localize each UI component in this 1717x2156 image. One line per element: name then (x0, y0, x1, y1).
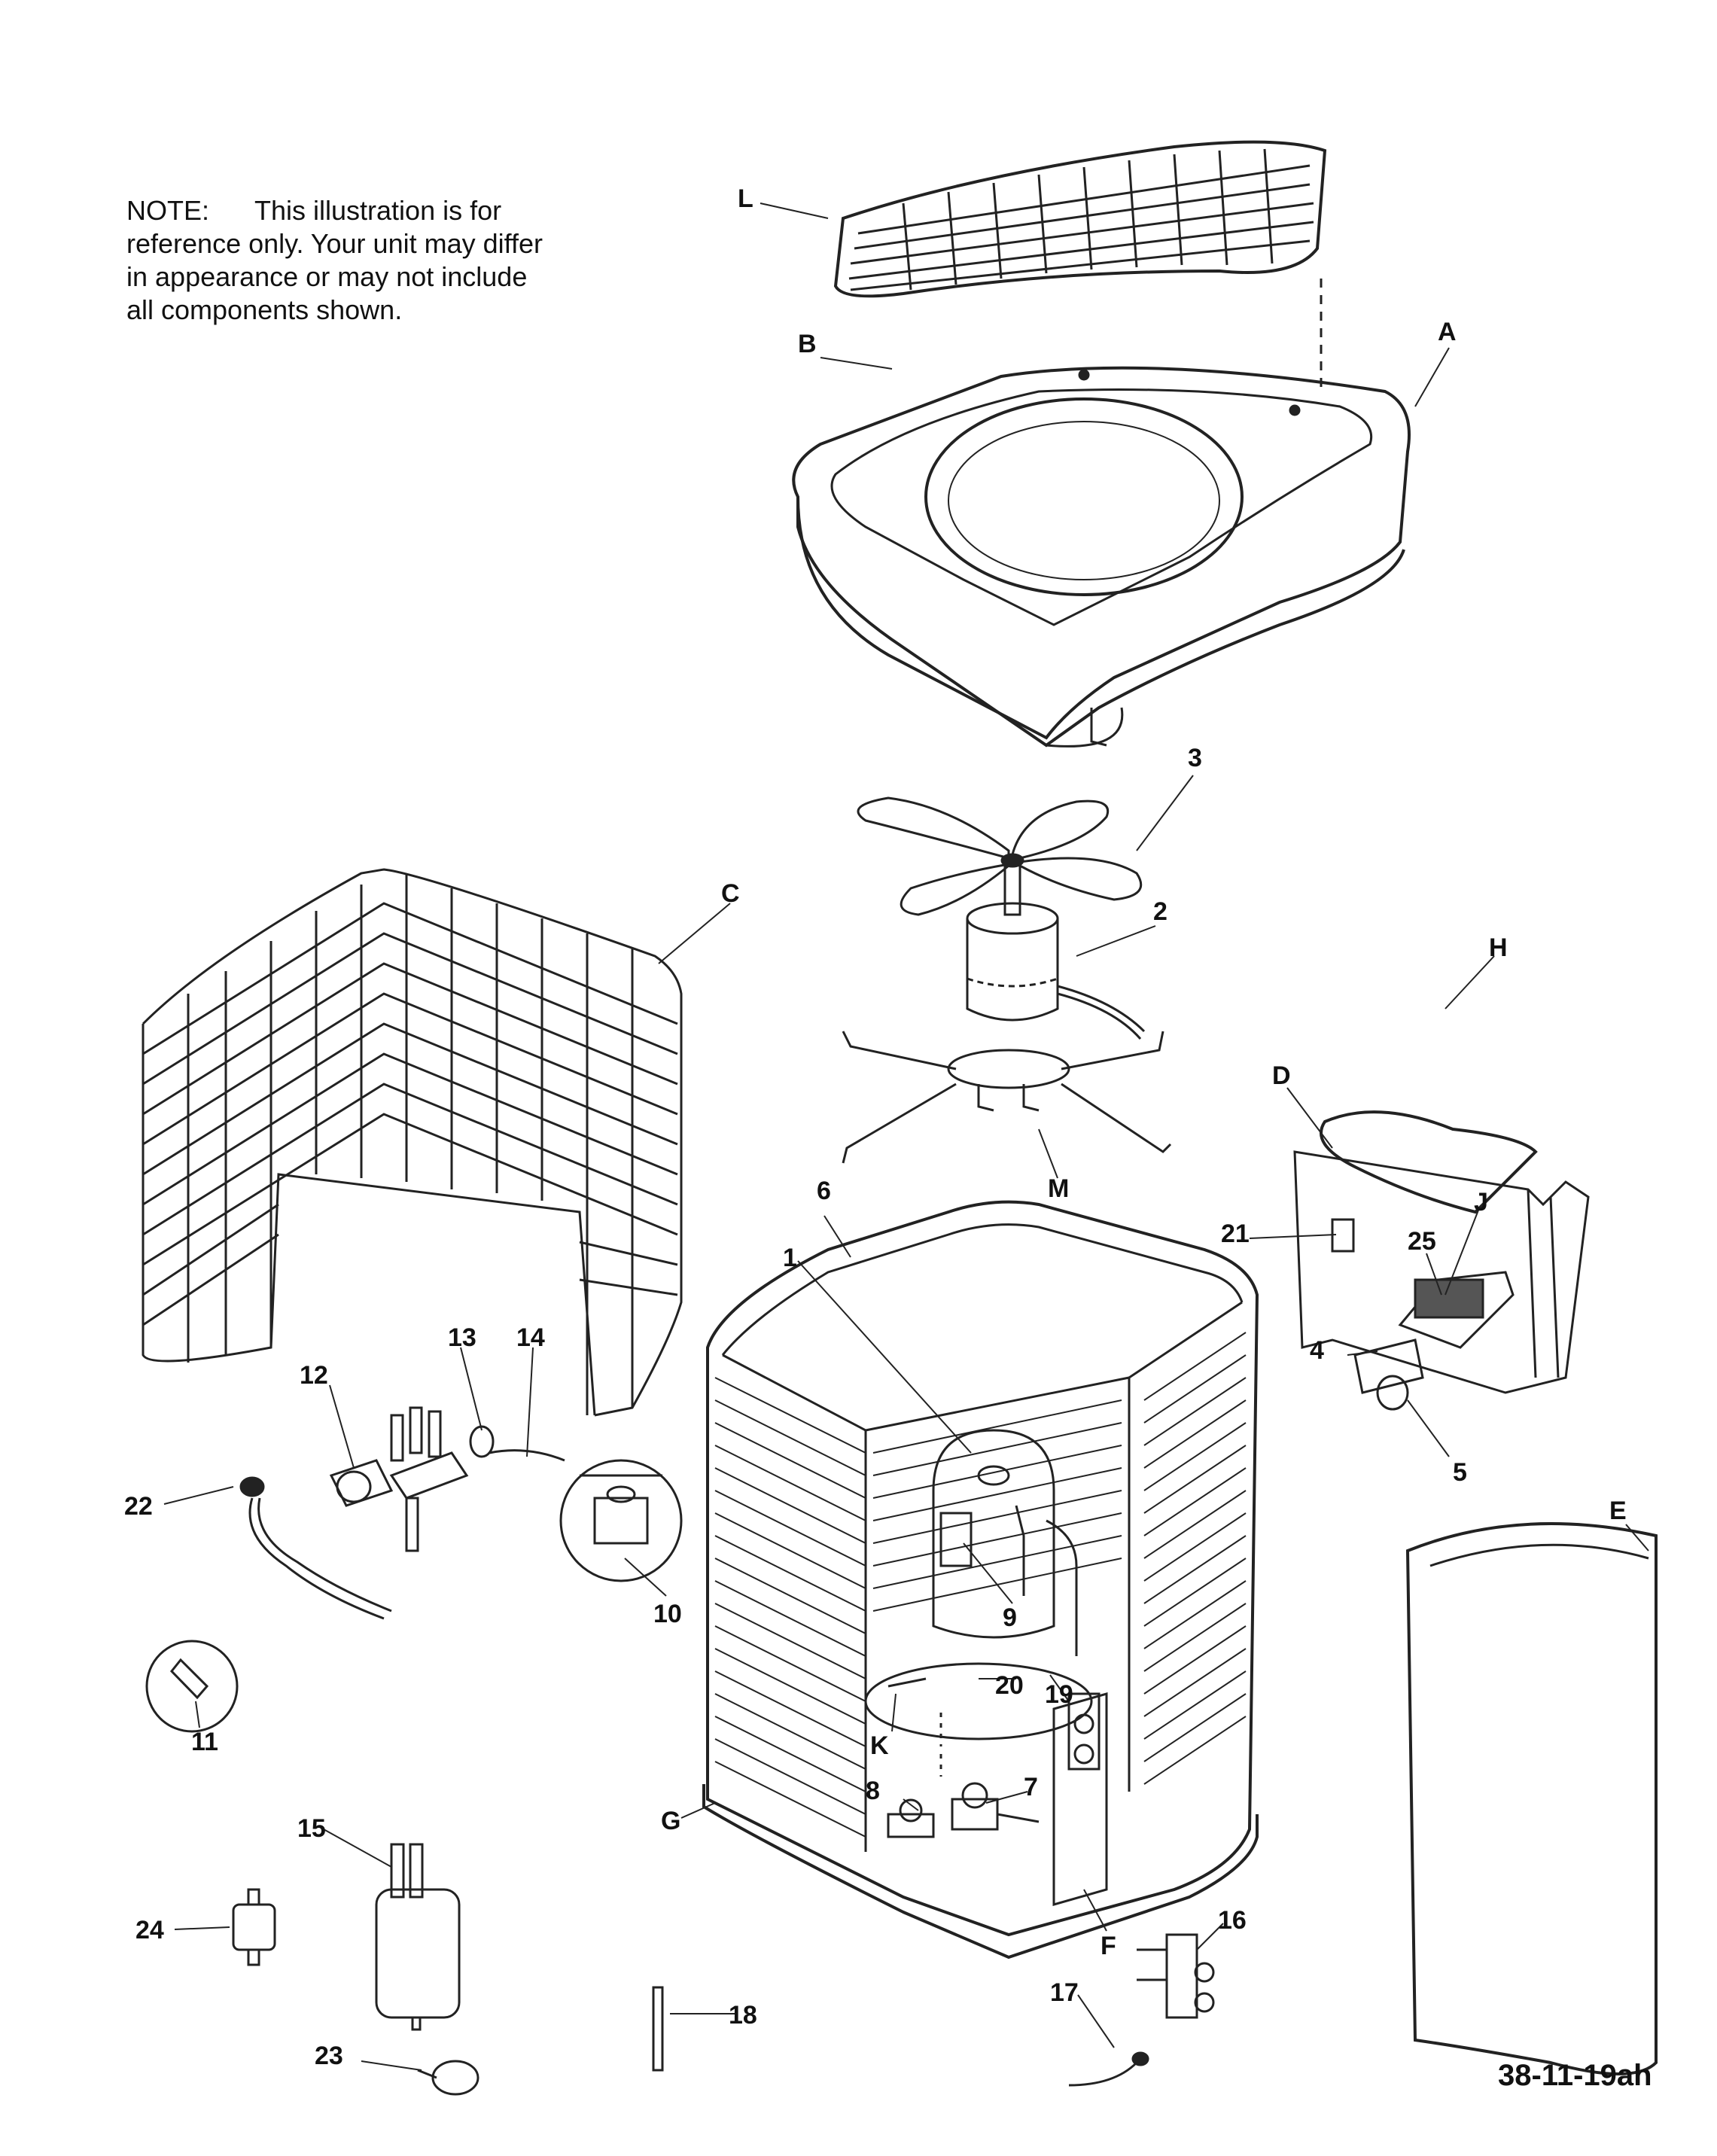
compressor (932, 1429, 1078, 1656)
note-label: NOTE: (126, 195, 210, 226)
callout-leaders (163, 203, 1649, 2071)
capacitor-bracket (1067, 1692, 1101, 1771)
callout-1: 1 (783, 1244, 797, 1272)
service-valves (887, 1782, 1040, 1838)
callout-25: 25 (1408, 1227, 1436, 1256)
callout-4: 4 (1310, 1336, 1324, 1365)
callout-17: 17 (1050, 1978, 1079, 2007)
callout-19: 19 (1045, 1680, 1073, 1709)
reference-note: NOTE:This illustration is for reference … (126, 194, 548, 327)
callout-K: K (870, 1731, 889, 1760)
terminal-cover (939, 1512, 973, 1567)
callout-20: 20 (995, 1671, 1024, 1700)
fan-motor (966, 860, 1146, 1040)
base-pan (702, 1784, 1259, 1960)
compressor-mount-plate (864, 1662, 1093, 1777)
reversing-valve-assembly (329, 1406, 565, 1552)
callout-C: C (721, 879, 740, 908)
callout-23: 23 (315, 2042, 343, 2070)
top-grille (833, 140, 1327, 298)
callout-D: D (1272, 1061, 1291, 1090)
pressure-sensor-rod (652, 1986, 664, 2072)
condenser-coil-fins (714, 1332, 1247, 1838)
callout-2: 2 (1153, 897, 1167, 926)
callout-12: 12 (300, 1361, 328, 1390)
callout-H: H (1489, 933, 1508, 962)
callout-L: L (738, 184, 753, 213)
callout-13: 13 (448, 1323, 476, 1352)
valve-core-detail (145, 1640, 239, 1733)
wire-plug (1068, 2051, 1149, 2087)
corner-post (1052, 1692, 1108, 1906)
figure-id: 38-11-19ah (1498, 2059, 1652, 2092)
motor-mount (842, 1031, 1172, 1164)
temperature-sensor (239, 1476, 392, 1620)
fan-blade (857, 796, 1143, 916)
callout-E: E (1609, 1497, 1627, 1525)
check-valve (417, 2060, 479, 2096)
callout-22: 22 (124, 1492, 153, 1521)
callout-11: 11 (191, 1728, 218, 1756)
valve-fitting-detail (559, 1459, 683, 1582)
callout-24: 24 (135, 1916, 164, 1944)
wire-guard (142, 868, 683, 1417)
callout-F: F (1101, 1932, 1116, 1960)
access-panel (1405, 1522, 1658, 2075)
top-cover (792, 279, 1411, 748)
callout-M: M (1048, 1174, 1069, 1203)
accumulator (375, 1843, 461, 2031)
callout-3: 3 (1188, 744, 1202, 772)
callout-21: 21 (1221, 1220, 1250, 1248)
callout-18: 18 (729, 2001, 757, 2030)
pressure-switch (1137, 1933, 1215, 2019)
callout-7: 7 (1024, 1773, 1038, 1801)
callout-J: J (1474, 1188, 1488, 1217)
callout-8: 8 (866, 1777, 880, 1805)
filter-drier (232, 1888, 276, 1966)
callout-16: 16 (1218, 1906, 1247, 1935)
note-text: This illustration is for reference only.… (126, 195, 543, 325)
callout-9: 9 (1003, 1603, 1017, 1632)
callout-A: A (1438, 318, 1457, 346)
callout-5: 5 (1453, 1458, 1467, 1487)
callout-labels: L B A 3 2 C H D M 6 1 21 25 J 13 14 12 4… (124, 184, 1627, 2070)
callout-10: 10 (653, 1600, 682, 1628)
callout-15: 15 (297, 1814, 326, 1843)
callout-B: B (798, 330, 817, 358)
condenser-coil-housing (706, 1200, 1259, 1937)
callout-G: G (661, 1807, 680, 1835)
callout-6: 6 (817, 1177, 831, 1205)
control-panel (1293, 1150, 1590, 1411)
callout-14: 14 (516, 1323, 545, 1352)
